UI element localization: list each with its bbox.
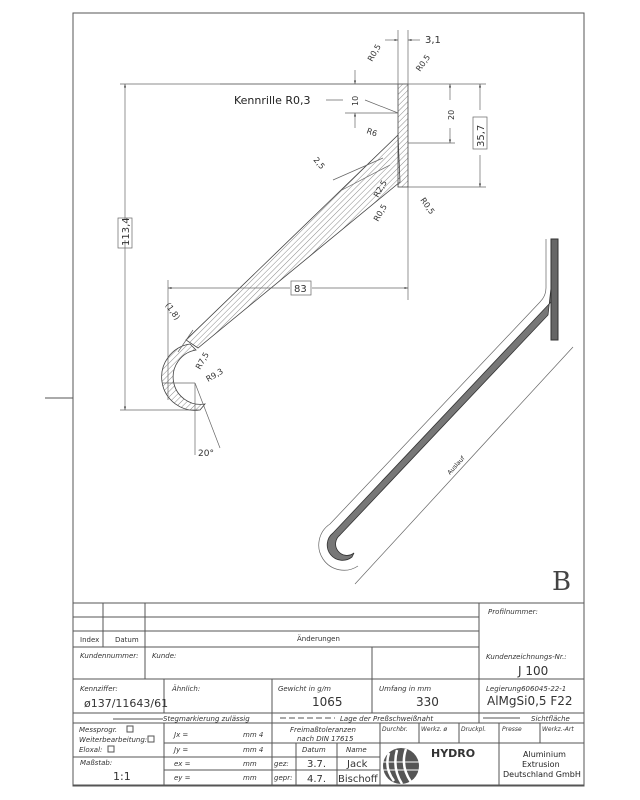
dim-2-5: 2,5 <box>311 156 326 172</box>
company-line-2: Extrusion <box>522 760 560 769</box>
profile-view: Auslauf B <box>318 238 574 597</box>
dim-113-4: 113,4 <box>121 217 132 246</box>
umfang-value: 330 <box>416 695 439 709</box>
dim-r9-3: R9,3 <box>205 367 225 384</box>
massstab-value: 1:1 <box>113 770 131 783</box>
auslauf-line <box>354 346 574 585</box>
index-header: Index <box>80 636 99 644</box>
din-label: nach DIN 17615 <box>297 735 354 743</box>
ex-label: ex = <box>174 760 191 768</box>
profilnummer-label: Profilnummer: <box>488 608 538 616</box>
aehnlich-label: Ähnlich: <box>171 684 200 693</box>
dim-20: 20 <box>447 110 456 120</box>
dim-r0-5-br: R0,5 <box>418 196 436 216</box>
dim-3-1: 3,1 <box>425 35 441 46</box>
dim-r7-5: R7,5 <box>194 351 211 371</box>
kennziffer-label: Kennziffer: <box>80 685 118 693</box>
kennziffer-value: ø137/11643/61 <box>84 697 168 710</box>
gepr-name: Bischoff <box>338 774 379 785</box>
dim-r0-5-tl: R0,5 <box>366 43 383 63</box>
name-col-header: Name <box>346 746 367 754</box>
massstab-label: Maßstab: <box>80 759 112 767</box>
dim-r6: R6 <box>365 126 378 138</box>
dim-kennrille: Kennrille R0,3 <box>234 94 310 107</box>
gepr-label: gepr: <box>274 774 292 782</box>
datum-header: Datum <box>115 636 139 644</box>
gez-name: Jack <box>346 759 368 770</box>
presse-header: Presse <box>502 726 522 733</box>
view-label: B <box>552 567 571 597</box>
umfang-label: Umfang in mm <box>379 685 431 693</box>
jy-unit: mm 4 <box>243 746 263 754</box>
weiterbearbeitung-label: Weiterbearbeitung: <box>79 736 147 744</box>
gez-datum: 3.7. <box>307 759 326 770</box>
dim-10: 10 <box>351 96 360 106</box>
dim-1-8: (1,8) <box>163 301 181 322</box>
legierung-label: Legierung606045-22-1 <box>486 685 566 693</box>
dim-83: 83 <box>294 284 307 295</box>
ex-unit: mm <box>243 760 257 768</box>
title-block: Index Datum Änderungen Profilnummer: Kun… <box>73 602 584 786</box>
weiterbearbeitung-checkbox[interactable] <box>147 735 155 743</box>
gewicht-value: 1065 <box>312 695 343 709</box>
profile-flange <box>550 238 559 341</box>
dim-35-7: 35,7 <box>476 125 487 147</box>
kundenzeichnung-value: J 100 <box>517 664 548 678</box>
eloxal-label: Eloxal: <box>79 746 102 754</box>
gepr-datum: 4.7. <box>307 774 326 785</box>
werkz-o-header: Werkz. ø <box>421 726 448 733</box>
eloxal-checkbox[interactable] <box>107 745 115 753</box>
gewicht-label: Gewicht in g/m <box>278 685 331 693</box>
gez-label: gez: <box>274 760 289 768</box>
kundenzeichnung-label: Kundenzeichnungs-Nr.: <box>486 653 567 661</box>
aenderungen-header: Änderungen <box>297 634 340 643</box>
messprogr-label: Messprogr. <box>79 726 117 734</box>
company-line-1: Aluminium <box>523 750 566 759</box>
dim-r0-5-tr: R0,5 <box>414 53 432 73</box>
company-line-3: Deutschland GmbH <box>503 770 581 779</box>
jx-unit: mm 4 <box>243 731 263 739</box>
kundennummer-label: Kundennummer: <box>80 652 139 660</box>
pressschweiss-label: Lage der Preßschweißnaht <box>340 715 433 723</box>
jx-label: Jx = <box>172 731 188 739</box>
druckpl-header: Druckpl. <box>461 726 486 733</box>
jy-label: Jy = <box>172 746 188 754</box>
durchbr-header: Durchbr. <box>382 726 408 733</box>
stegmarkierung-label: Stegmarkierung zulässig <box>163 715 250 723</box>
hydro-logo-text: HYDRO <box>431 747 475 760</box>
datum-col-header: Datum <box>302 746 326 754</box>
ey-label: ey = <box>174 774 191 782</box>
profile-web <box>326 287 552 561</box>
dim-r0-5-bl: R0,5 <box>372 203 389 223</box>
dim-angle-20: 20° <box>198 449 214 459</box>
hydro-logo: HYDRO <box>383 747 475 785</box>
sichtflaeche-label: Sichtfläche <box>531 715 570 723</box>
drawing-frame <box>72 12 585 787</box>
ey-unit: mm <box>243 774 257 782</box>
messprogr-checkbox[interactable] <box>126 725 134 733</box>
web-section <box>185 134 401 349</box>
kunde-label: Kunde: <box>152 652 176 660</box>
freimass-label: Freimaßtoleranzen <box>290 726 356 734</box>
legierung-value: AlMgSi0,5 F22 <box>487 694 573 708</box>
section-view: 113,4 83 3,1 Kennrille R0,3 10 20 35,7 R… <box>117 30 488 459</box>
werkz-art-header: Werkz.-Art <box>542 726 574 733</box>
